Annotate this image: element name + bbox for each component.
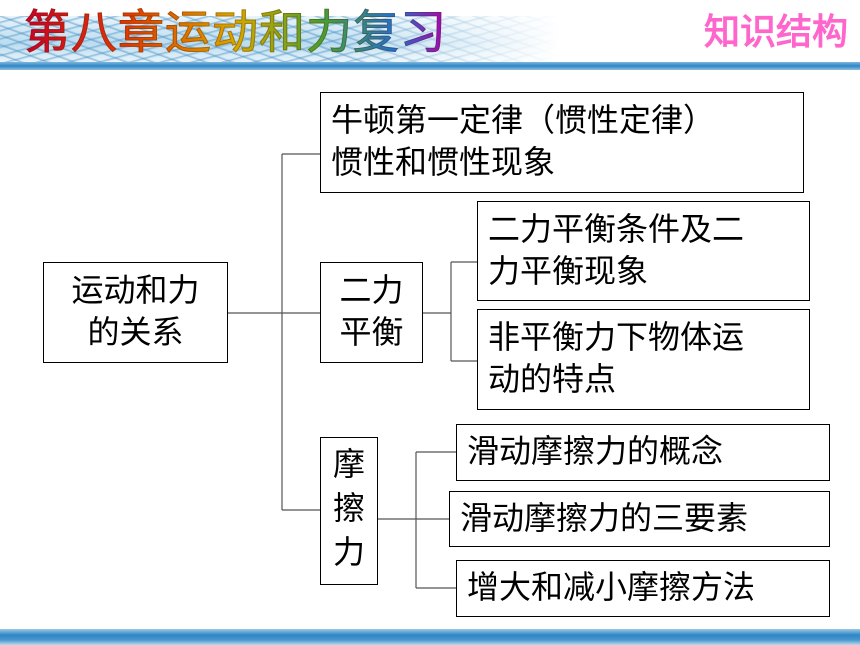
balance-item-2-line-2: 动的特点 [488,360,617,398]
friction-item-1: 滑动摩擦力的概念 [456,424,830,481]
balance-item-1-line-1: 二力平衡条件及二 [488,210,745,248]
bottom-bar [0,620,860,645]
balance-item-2-line-1: 非平衡力下物体运 [488,318,745,356]
header-banner: 第八章运动和力复习 知识结构 [0,0,860,66]
page-title: 第八章运动和力复习 [24,2,447,62]
root-line-1: 运动和力 [71,271,200,309]
newton-line-1: 牛顿第一定律（惯性定律） [331,101,716,139]
balance-item-1-line-2: 力平衡现象 [488,252,649,290]
root-box: 运动和力 的关系 [43,262,228,363]
wave-decoration [0,16,560,62]
balance-item-2: 非平衡力下物体运 动的特点 [477,309,810,410]
newton-line-2: 惯性和惯性现象 [331,143,556,181]
friction-item-3-text: 增大和减小摩擦方法 [467,568,756,606]
balance-item-1: 二力平衡条件及二 力平衡现象 [477,201,810,301]
friction-item-1-text: 滑动摩擦力的概念 [467,432,724,470]
friction-label-char-2: 擦 [332,489,365,527]
section-badge: 知识结构 [703,12,848,53]
friction-item-2: 滑动摩擦力的三要素 [449,491,830,547]
balance-label-line-2: 平衡 [339,313,404,351]
friction-label-box: 摩 擦 力 [320,437,378,585]
friction-item-3: 增大和减小摩擦方法 [456,560,830,617]
balance-label-box: 二力 平衡 [320,262,423,363]
friction-label-char-1: 摩 [332,445,365,483]
newton-box: 牛顿第一定律（惯性定律） 惯性和惯性现象 [320,92,804,193]
balance-label-line-1: 二力 [339,271,404,309]
top-bar [0,62,860,70]
friction-label-char-3: 力 [332,533,365,571]
friction-item-2-text: 滑动摩擦力的三要素 [460,499,749,537]
root-line-2: 的关系 [87,313,184,351]
